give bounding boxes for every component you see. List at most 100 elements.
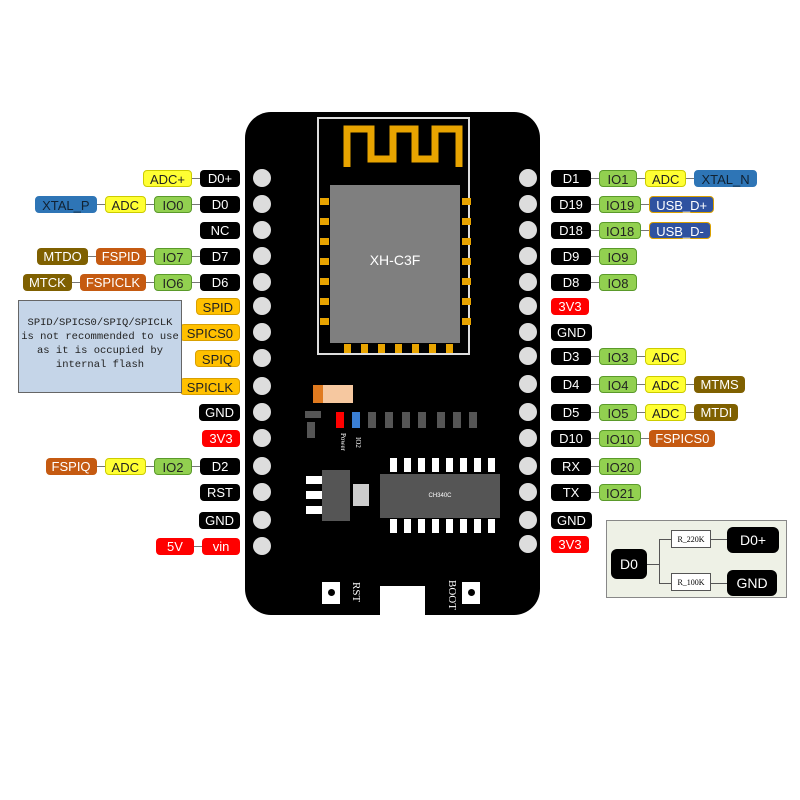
pin-label-io: IO4 bbox=[599, 375, 637, 393]
pin-label-pin: GND bbox=[551, 511, 592, 529]
left-pin-row: SPICLK bbox=[179, 377, 240, 395]
right-pin-row: 3V3 bbox=[551, 297, 589, 315]
ic-pin bbox=[404, 519, 411, 533]
pin-label-io: IO5 bbox=[599, 403, 637, 421]
pin-label-pin: D7 bbox=[200, 247, 240, 265]
right-pin-row: D3 IO3 ADC bbox=[551, 347, 687, 365]
pin-hole bbox=[519, 347, 537, 365]
smd-part bbox=[305, 411, 321, 418]
pin-label-pin: D0 bbox=[200, 195, 240, 213]
pin-label-io: IO3 bbox=[599, 347, 637, 365]
connector-line bbox=[637, 355, 645, 357]
pin-hole bbox=[519, 535, 537, 553]
pin-label-io: IO0 bbox=[154, 195, 192, 213]
pin-hole bbox=[253, 297, 271, 315]
voltage-divider-diagram: D0 R_220K R_100K D0+ GND bbox=[606, 520, 787, 598]
boot-button[interactable] bbox=[462, 582, 480, 604]
pin-hole bbox=[253, 483, 271, 501]
pin-label-usb: USB_D- bbox=[649, 221, 711, 239]
pin-label-pin: D18 bbox=[551, 221, 591, 239]
pin-label-pin: GND bbox=[199, 511, 240, 529]
pin-label-adc: ADC bbox=[104, 195, 146, 213]
pin-hole bbox=[519, 297, 537, 315]
connector-line bbox=[591, 255, 599, 257]
connector-line bbox=[591, 437, 599, 439]
pin-label-pin: RST bbox=[200, 483, 240, 501]
ic-pin bbox=[390, 458, 397, 472]
connector-line bbox=[96, 465, 105, 467]
power-led bbox=[336, 412, 344, 428]
pin-label-adc: ADC bbox=[645, 403, 687, 421]
rst-button[interactable] bbox=[322, 582, 340, 604]
right-pin-row: D18 IO18 USB_D- bbox=[551, 221, 711, 239]
ic-pin bbox=[418, 458, 425, 472]
pin-hole bbox=[253, 221, 271, 239]
pin-hole bbox=[253, 457, 271, 475]
pin-label-pin: D8 bbox=[551, 273, 591, 291]
pin-label-adc: ADC bbox=[645, 347, 687, 365]
pin-hole bbox=[519, 429, 537, 447]
pin-hole bbox=[253, 273, 271, 291]
pin-label-io: IO7 bbox=[154, 247, 192, 265]
pin-hole bbox=[519, 195, 537, 213]
pin-label-pin: D3 bbox=[551, 347, 591, 365]
pin-hole bbox=[519, 323, 537, 341]
module-shield bbox=[330, 185, 460, 343]
module-pad bbox=[320, 318, 329, 325]
pin-label-spi: SPICS0 bbox=[179, 323, 240, 341]
pin-label-pin: D4 bbox=[551, 375, 591, 393]
ic-pin bbox=[446, 458, 453, 472]
pin-label-power: 3V3 bbox=[551, 297, 589, 315]
pin-label-pin: D1 bbox=[551, 169, 591, 187]
ic-pin bbox=[404, 458, 411, 472]
pin-label-io: IO10 bbox=[599, 429, 642, 447]
connector-line bbox=[146, 465, 154, 467]
pin-hole bbox=[253, 195, 271, 213]
module-pad bbox=[395, 344, 402, 353]
ic-pin bbox=[474, 519, 481, 533]
pin-label-pin: D0+ bbox=[200, 169, 240, 187]
pin-label-fspi: FSPICS0 bbox=[649, 429, 716, 447]
ic-pin bbox=[460, 458, 467, 472]
connector-line bbox=[591, 203, 599, 205]
module-name: XH-C3F bbox=[369, 252, 421, 268]
module-pad bbox=[320, 258, 329, 265]
left-pin-row: GND bbox=[199, 403, 240, 421]
module-pad bbox=[320, 238, 329, 245]
module-pad bbox=[361, 344, 368, 353]
pin-label-pin: NC bbox=[200, 221, 240, 239]
pin-label-io: IO19 bbox=[599, 195, 642, 213]
pin-label-pin: RX bbox=[551, 457, 591, 475]
ic-pin bbox=[432, 519, 439, 533]
ic-pin bbox=[488, 458, 495, 472]
connector-line bbox=[192, 203, 200, 205]
connector-line bbox=[591, 491, 599, 493]
capacitor-body bbox=[323, 385, 353, 403]
pin-label-pin: D2 bbox=[200, 457, 240, 475]
note-line: internal flash bbox=[55, 359, 145, 371]
flash-pins-note: SPID/SPICS0/SPIQ/SPICLK is not recommend… bbox=[18, 300, 182, 393]
pin-label-io: IO18 bbox=[599, 221, 642, 239]
right-pin-row: 3V3 bbox=[551, 535, 589, 553]
pin-hole bbox=[519, 511, 537, 529]
connector-line bbox=[591, 281, 599, 283]
module-pad bbox=[462, 258, 471, 265]
pin-label-pin: D9 bbox=[551, 247, 591, 265]
pin-label-pin: D6 bbox=[200, 273, 240, 291]
connector-line bbox=[591, 229, 599, 231]
pin-hole bbox=[519, 375, 537, 393]
pin-hole bbox=[519, 483, 537, 501]
pin-hole bbox=[253, 511, 271, 529]
module-pad bbox=[320, 218, 329, 225]
boot-label: BOOT bbox=[446, 580, 458, 610]
pin-label-power: 3V3 bbox=[551, 535, 589, 553]
pin-label-spi: SPICLK bbox=[179, 377, 240, 395]
pin-hole bbox=[253, 377, 271, 395]
connector-line bbox=[192, 281, 200, 283]
connector-line bbox=[637, 411, 645, 413]
pin-label-spi: SPIQ bbox=[194, 349, 240, 367]
